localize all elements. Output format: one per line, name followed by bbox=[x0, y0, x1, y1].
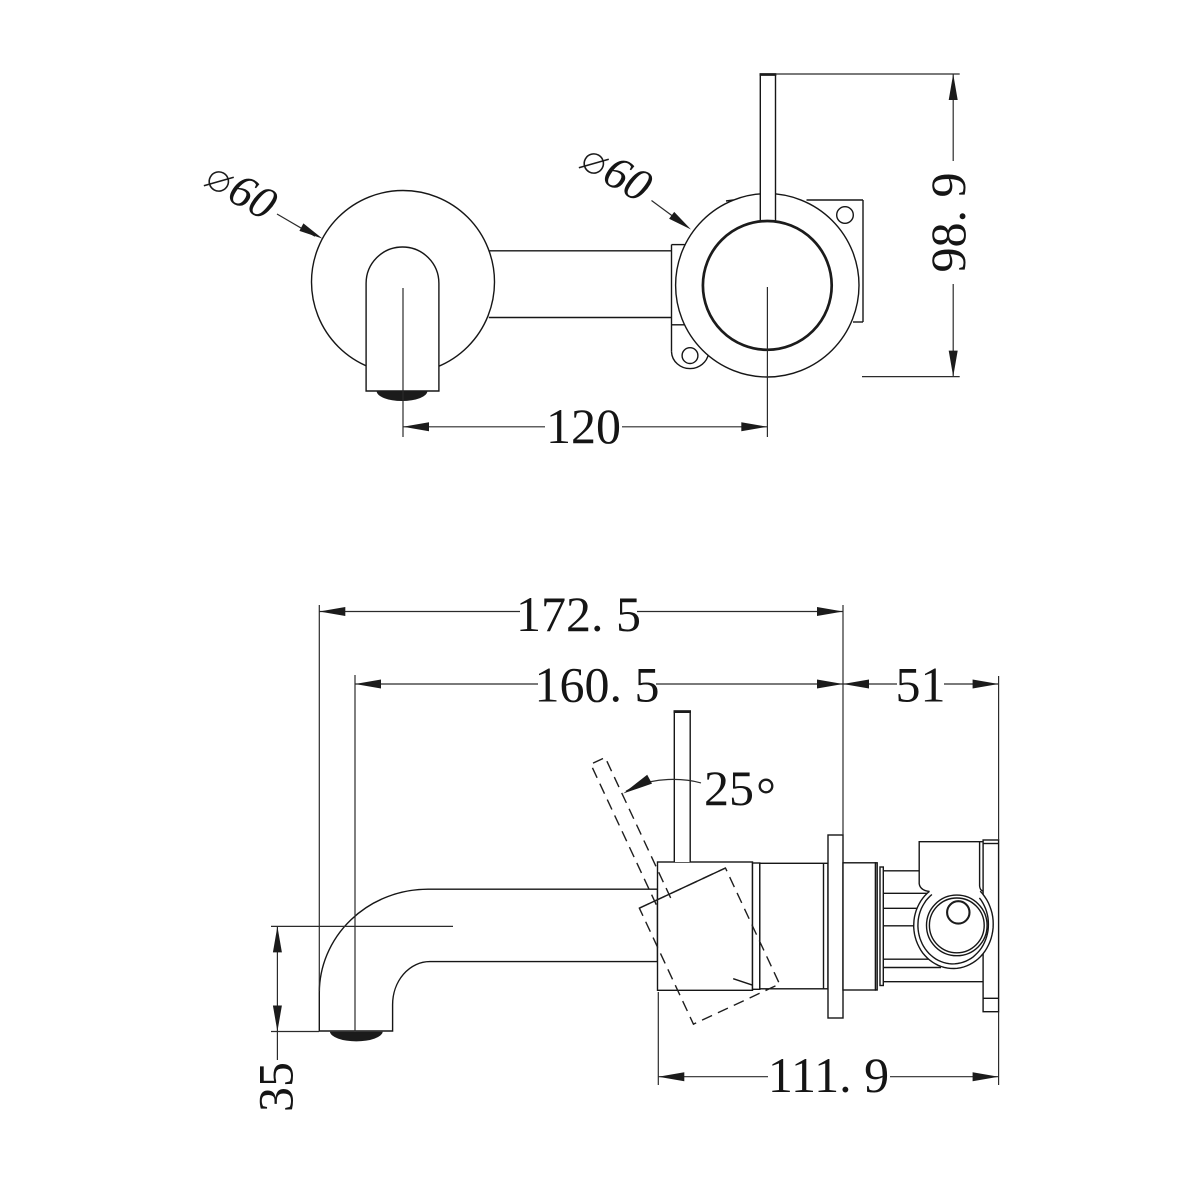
svg-text:35: 35 bbox=[247, 1062, 303, 1112]
svg-text:111. 9: 111. 9 bbox=[768, 1047, 889, 1103]
svg-text:160. 5: 160. 5 bbox=[535, 657, 660, 713]
svg-text:120: 120 bbox=[546, 398, 621, 454]
svg-text:51: 51 bbox=[896, 657, 946, 713]
svg-text:98. 9: 98. 9 bbox=[920, 173, 976, 273]
svg-text:25: 25 bbox=[704, 760, 754, 816]
svg-text:172. 5: 172. 5 bbox=[516, 586, 641, 642]
